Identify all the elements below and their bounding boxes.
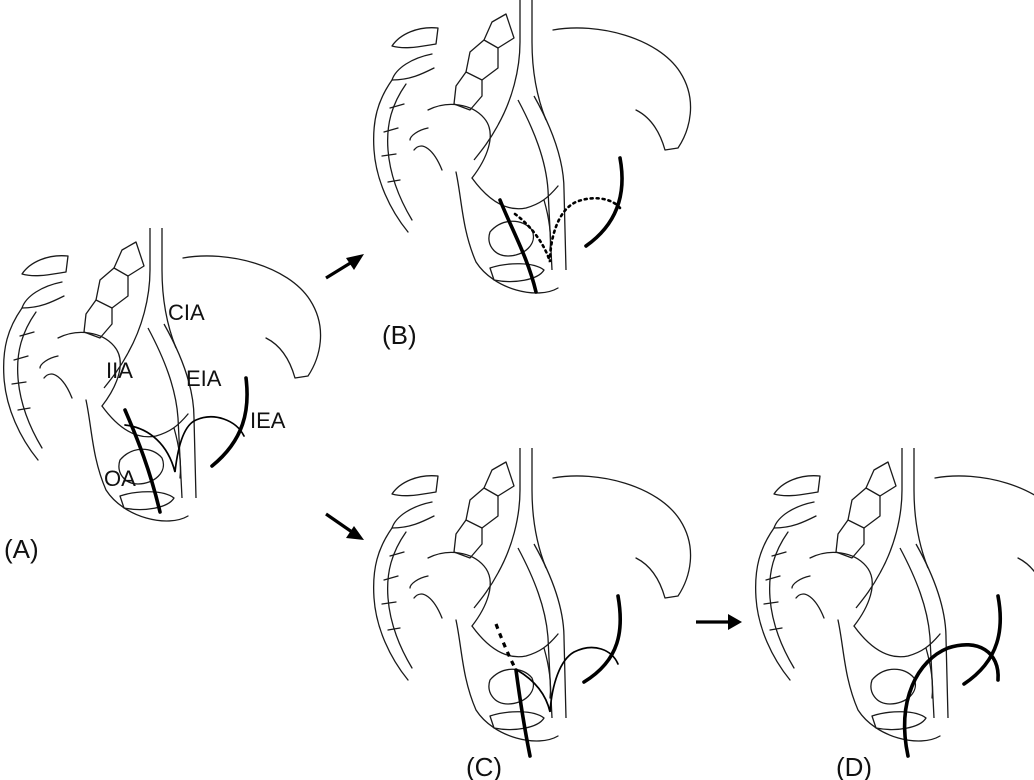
label-oa: OA [104, 466, 136, 491]
panel-d-vessel-overlay [905, 596, 1001, 756]
panel-label-c: (C) [466, 752, 502, 780]
label-eia: EIA [186, 366, 222, 391]
panel-c-ligated-segment [496, 624, 514, 666]
panel-d-inferior-epigastric-artery [964, 596, 1000, 684]
panel-c-obturator-artery [516, 670, 530, 756]
panel-label-a: (A) [4, 534, 39, 564]
panel-d-pelvis [756, 448, 1034, 741]
panel-d-transposed-vessel [905, 645, 998, 756]
panel-label-b: (B) [382, 320, 417, 350]
arrow-a-to-c [326, 514, 364, 540]
panel-c-inferior-epigastric-artery [584, 596, 620, 682]
panel-b-pelvis [374, 0, 691, 293]
panel-label-d: (D) [836, 752, 872, 780]
panel-a-pelvis [4, 228, 321, 521]
arrow-c-to-d [696, 614, 742, 630]
panel-b-inferior-epigastric-artery [586, 158, 622, 246]
label-iea: IEA [250, 408, 286, 433]
label-iia: IIA [106, 358, 133, 383]
label-cia: CIA [168, 300, 205, 325]
panel-a-bypass-loop [125, 417, 244, 472]
panel-c-vessel-overlay [496, 596, 620, 756]
panel-b-vessel-overlay [500, 158, 622, 292]
arrow-a-to-b [326, 254, 364, 278]
panel-c-pelvis [374, 448, 691, 741]
